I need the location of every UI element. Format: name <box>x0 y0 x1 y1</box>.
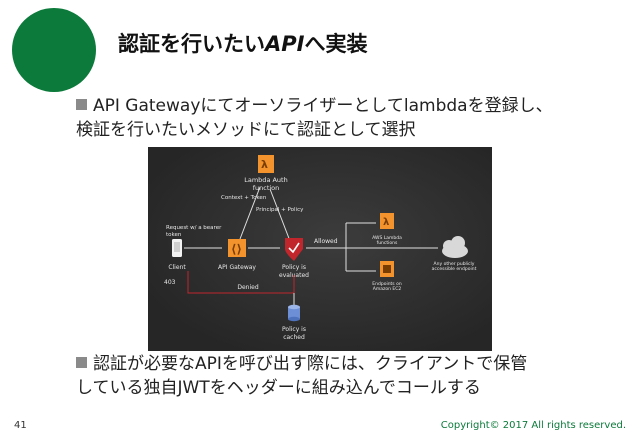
title-em: API <box>265 32 305 56</box>
page-number: 41 <box>14 420 27 431</box>
api-gateway-label: API Gateway <box>218 264 256 271</box>
bullet-1-line-1: API Gatewayにてオーソライザーとしてlambdaを登録し、 <box>93 96 553 116</box>
context-token-label: Context + Token <box>221 195 267 201</box>
denied-label: Denied <box>237 284 258 291</box>
principal-policy-label: Principal + Policy <box>256 207 304 213</box>
arrow-to-lambda <box>239 186 261 240</box>
request-label-2: token <box>166 232 182 238</box>
title-prefix: 認証を行いたい <box>118 32 265 56</box>
aws-lambda-label-2: functions <box>377 240 398 246</box>
public-endpoint-label-2: accessible endpoint <box>432 266 477 272</box>
bullet-2: 認証が必要なAPIを呼び出す際には、クライアントで保管 している独自JWTをヘッ… <box>76 352 636 400</box>
bullet-1-line-2: 検証を行いたいメソッドにて認証として選択 <box>76 120 416 140</box>
square-bullet-icon <box>76 99 87 110</box>
policy-shield-icon <box>285 238 303 261</box>
client-label: Client <box>168 264 186 271</box>
green-circle-decoration <box>12 8 96 92</box>
authorizer-flow-diagram: λ Lambda Auth function Context + Token P… <box>148 147 492 351</box>
square-bullet-icon <box>76 357 87 368</box>
svg-text:λ: λ <box>383 217 390 228</box>
code-403-label: 403 <box>164 279 176 286</box>
arrow-from-lambda <box>269 188 291 242</box>
cloud-icon <box>442 236 468 258</box>
aws-lambda-label-1: AWS Lambda <box>372 235 402 241</box>
bullet-2-line-1: 認証が必要なAPIを呼び出す際には、クライアントで保管 <box>93 354 528 374</box>
database-icon <box>288 304 300 322</box>
slide-title: 認証を行いたいAPIへ実装 <box>118 28 367 58</box>
lambda-auth-label-2: function <box>253 184 280 192</box>
api-gateway-icon: ⟨⟩ <box>228 239 246 257</box>
allowed-label: Allowed <box>314 238 338 245</box>
svg-text:⟨⟩: ⟨⟩ <box>231 242 242 256</box>
denied-path <box>187 271 295 294</box>
svg-text:λ: λ <box>261 158 268 171</box>
diagram-svg: λ Lambda Auth function Context + Token P… <box>164 155 477 341</box>
bullet-1: API Gatewayにてオーソライザーとしてlambdaを登録し、 検証を行い… <box>76 94 636 142</box>
ec2-label-2: Amazon EC2 <box>373 286 402 292</box>
title-suffix: へ実装 <box>304 32 368 56</box>
copyright: Copyright© 2017 All rights reserved. <box>440 420 626 431</box>
ec2-icon <box>380 261 394 277</box>
lambda-auth-icon: λ <box>258 155 274 173</box>
ec2-label-1: Endpoints on <box>372 281 402 287</box>
aws-lambda-icon: λ <box>380 213 394 229</box>
policy-evaluated-label-1: Policy is <box>282 264 306 271</box>
request-label-1: Request w/ a bearer <box>166 225 222 231</box>
policy-cached-label-2: cached <box>283 334 305 341</box>
client-device-icon <box>172 239 182 257</box>
lambda-auth-label: Lambda Auth <box>244 176 287 184</box>
policy-cached-label-1: Policy is <box>282 326 306 333</box>
public-endpoint-label-1: Any other publicly <box>434 261 475 267</box>
bullet-2-line-2: している独自JWTをヘッダーに組み込んでコールする <box>76 378 481 398</box>
